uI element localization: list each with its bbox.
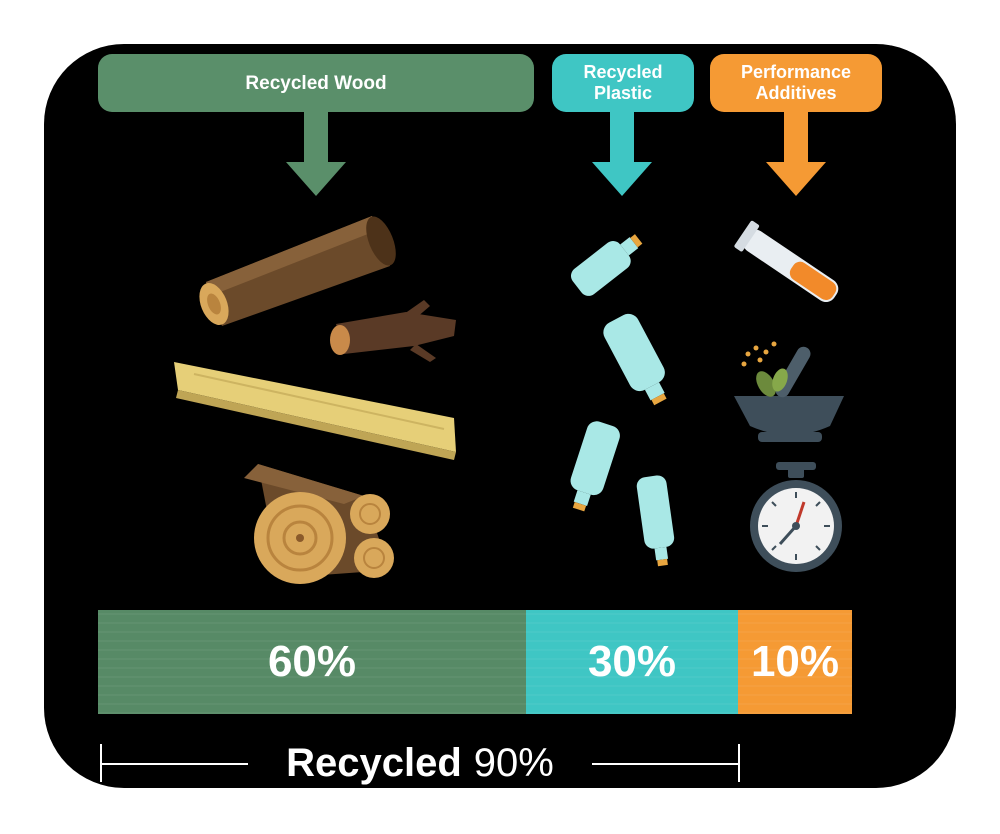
plastic-bottle-icon — [603, 313, 667, 406]
recycled-total-label: Recycled 90% — [250, 738, 590, 788]
stopwatch-icon — [750, 462, 842, 572]
plank-icon — [174, 362, 456, 460]
log-pile-icon — [244, 464, 394, 584]
bar-performance-additives: 10% — [738, 610, 852, 714]
bar-label: 60% — [267, 637, 357, 686]
arrow-down-icon — [766, 112, 826, 196]
bracket-tick-right — [738, 744, 740, 782]
branch-icon — [330, 300, 456, 362]
composition-panel: Recycled Wood Recycled Plastic Performan… — [44, 44, 956, 788]
bar-label: 30% — [587, 637, 677, 686]
illustrations — [174, 216, 844, 584]
arrow-down-icon — [592, 112, 652, 196]
recycled-bracket: Recycled 90% — [100, 738, 740, 788]
plastic-bottle-icon — [636, 475, 675, 567]
header-recycled-wood: Recycled Wood — [98, 54, 534, 112]
recycled-word: Recycled — [286, 740, 462, 785]
log-icon — [199, 216, 396, 326]
bracket-line-left — [100, 763, 248, 765]
mortar-pestle-icon — [734, 341, 844, 442]
header-recycled-plastic: Recycled Plastic — [552, 54, 694, 112]
bar-recycled-wood: 60% — [98, 610, 526, 714]
bar-recycled-plastic: 30% — [526, 610, 738, 714]
plastic-bottle-icon — [570, 234, 643, 296]
plastic-bottle-icon — [570, 421, 620, 512]
test-tube-icon — [734, 220, 839, 303]
arrow-down-icon — [286, 112, 346, 196]
bar-label: 10% — [750, 637, 840, 686]
recycled-value: 90% — [473, 740, 554, 785]
header-performance-additives: Performance Additives — [710, 54, 882, 112]
bracket-line-right — [592, 763, 740, 765]
